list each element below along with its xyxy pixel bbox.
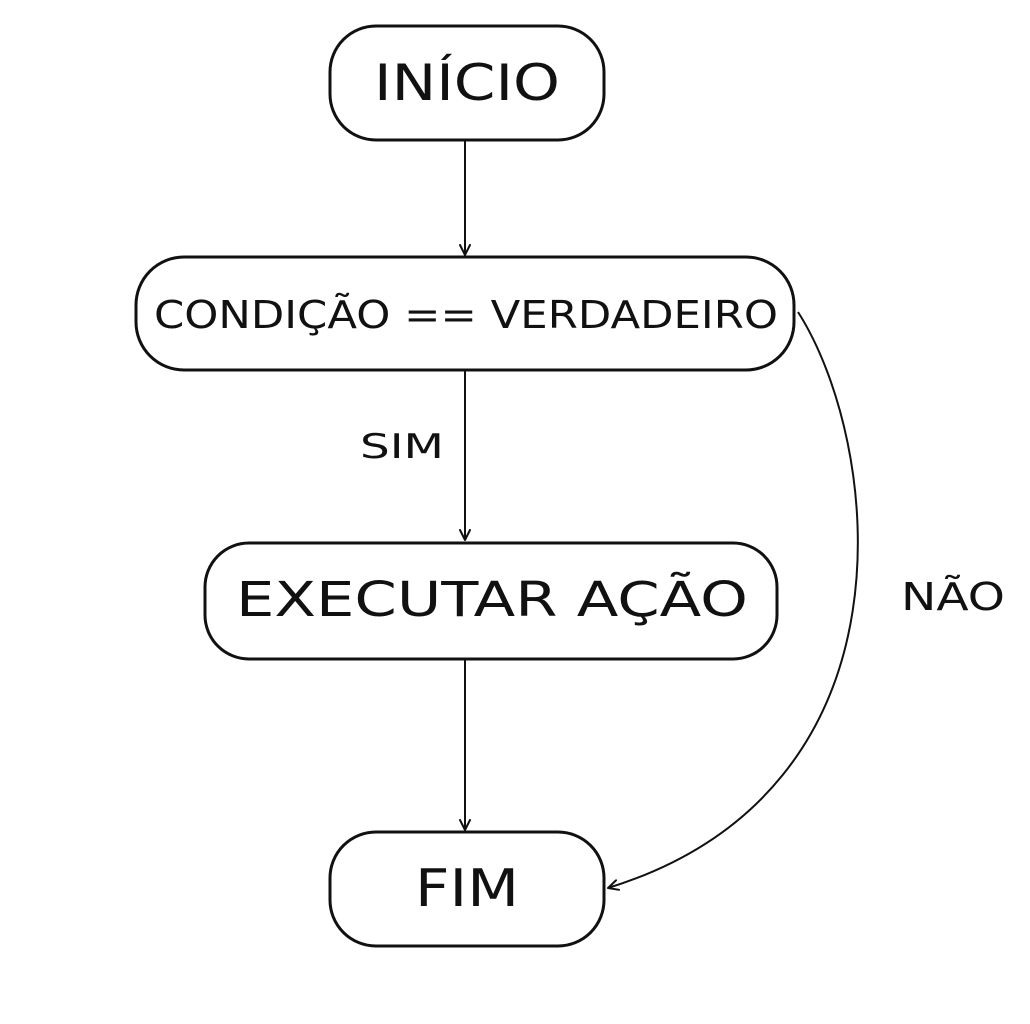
node-condition: CONDIÇÃO == VERDADEIRO (134, 255, 796, 372)
node-condition-label: CONDIÇÃO == VERDADEIRO (154, 293, 778, 337)
node-end: FIM (328, 830, 606, 948)
edge-label-yes: SIM (360, 427, 444, 467)
node-end-label: FIM (415, 859, 519, 919)
node-start-label: INÍCIO (374, 53, 560, 112)
edge-condition-to-end (607, 311, 859, 891)
node-action-label: EXECUTAR AÇÃO (236, 572, 748, 628)
node-action: EXECUTAR AÇÃO (203, 541, 779, 661)
node-start: INÍCIO (328, 24, 606, 142)
edge-label-no: NÃO (901, 575, 1005, 619)
